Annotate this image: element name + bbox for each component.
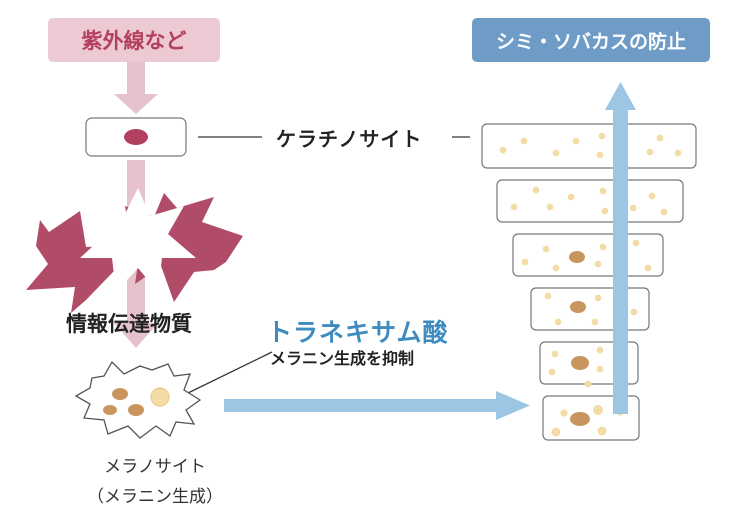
keratinocyte-cell	[85, 117, 187, 157]
tranexamic-acid-label: トラネキサム酸	[267, 318, 449, 347]
uv-label: 紫外線など	[81, 29, 187, 53]
melanocyte-cell	[74, 360, 202, 439]
messenger-label: 情報伝達物質	[66, 312, 192, 336]
uv-to-keratinocyte-arrow	[114, 62, 158, 114]
skin-layer-2	[496, 179, 684, 223]
melanocyte-label-line1: メラノサイト	[104, 457, 206, 477]
melanin-transfer-arrow	[224, 391, 530, 420]
melanocyte-label: メラノサイト （メラニン生成）	[60, 452, 250, 512]
turnover-arrow	[605, 82, 636, 414]
melanocyte-label-line2: （メラニン生成）	[87, 487, 223, 507]
skin-layer-3	[512, 233, 664, 277]
uv-box: 紫外線など	[48, 18, 220, 62]
tranexamic-acid-sublabel: メラニン生成を抑制	[270, 349, 415, 368]
melanin-dark-granules	[569, 251, 590, 426]
keratinocyte-label: ケラチノサイト	[276, 127, 423, 151]
cell-nucleus	[124, 129, 148, 145]
melanin-granules	[499, 132, 682, 437]
goal-label: シミ・ソバカスの防止	[495, 30, 686, 53]
tranexamic-pointer-line	[185, 351, 273, 395]
messenger-burst	[26, 188, 243, 313]
skin-layer-1	[481, 123, 697, 169]
goal-box: シミ・ソバカスの防止	[472, 18, 710, 62]
skin-layers	[481, 123, 697, 441]
